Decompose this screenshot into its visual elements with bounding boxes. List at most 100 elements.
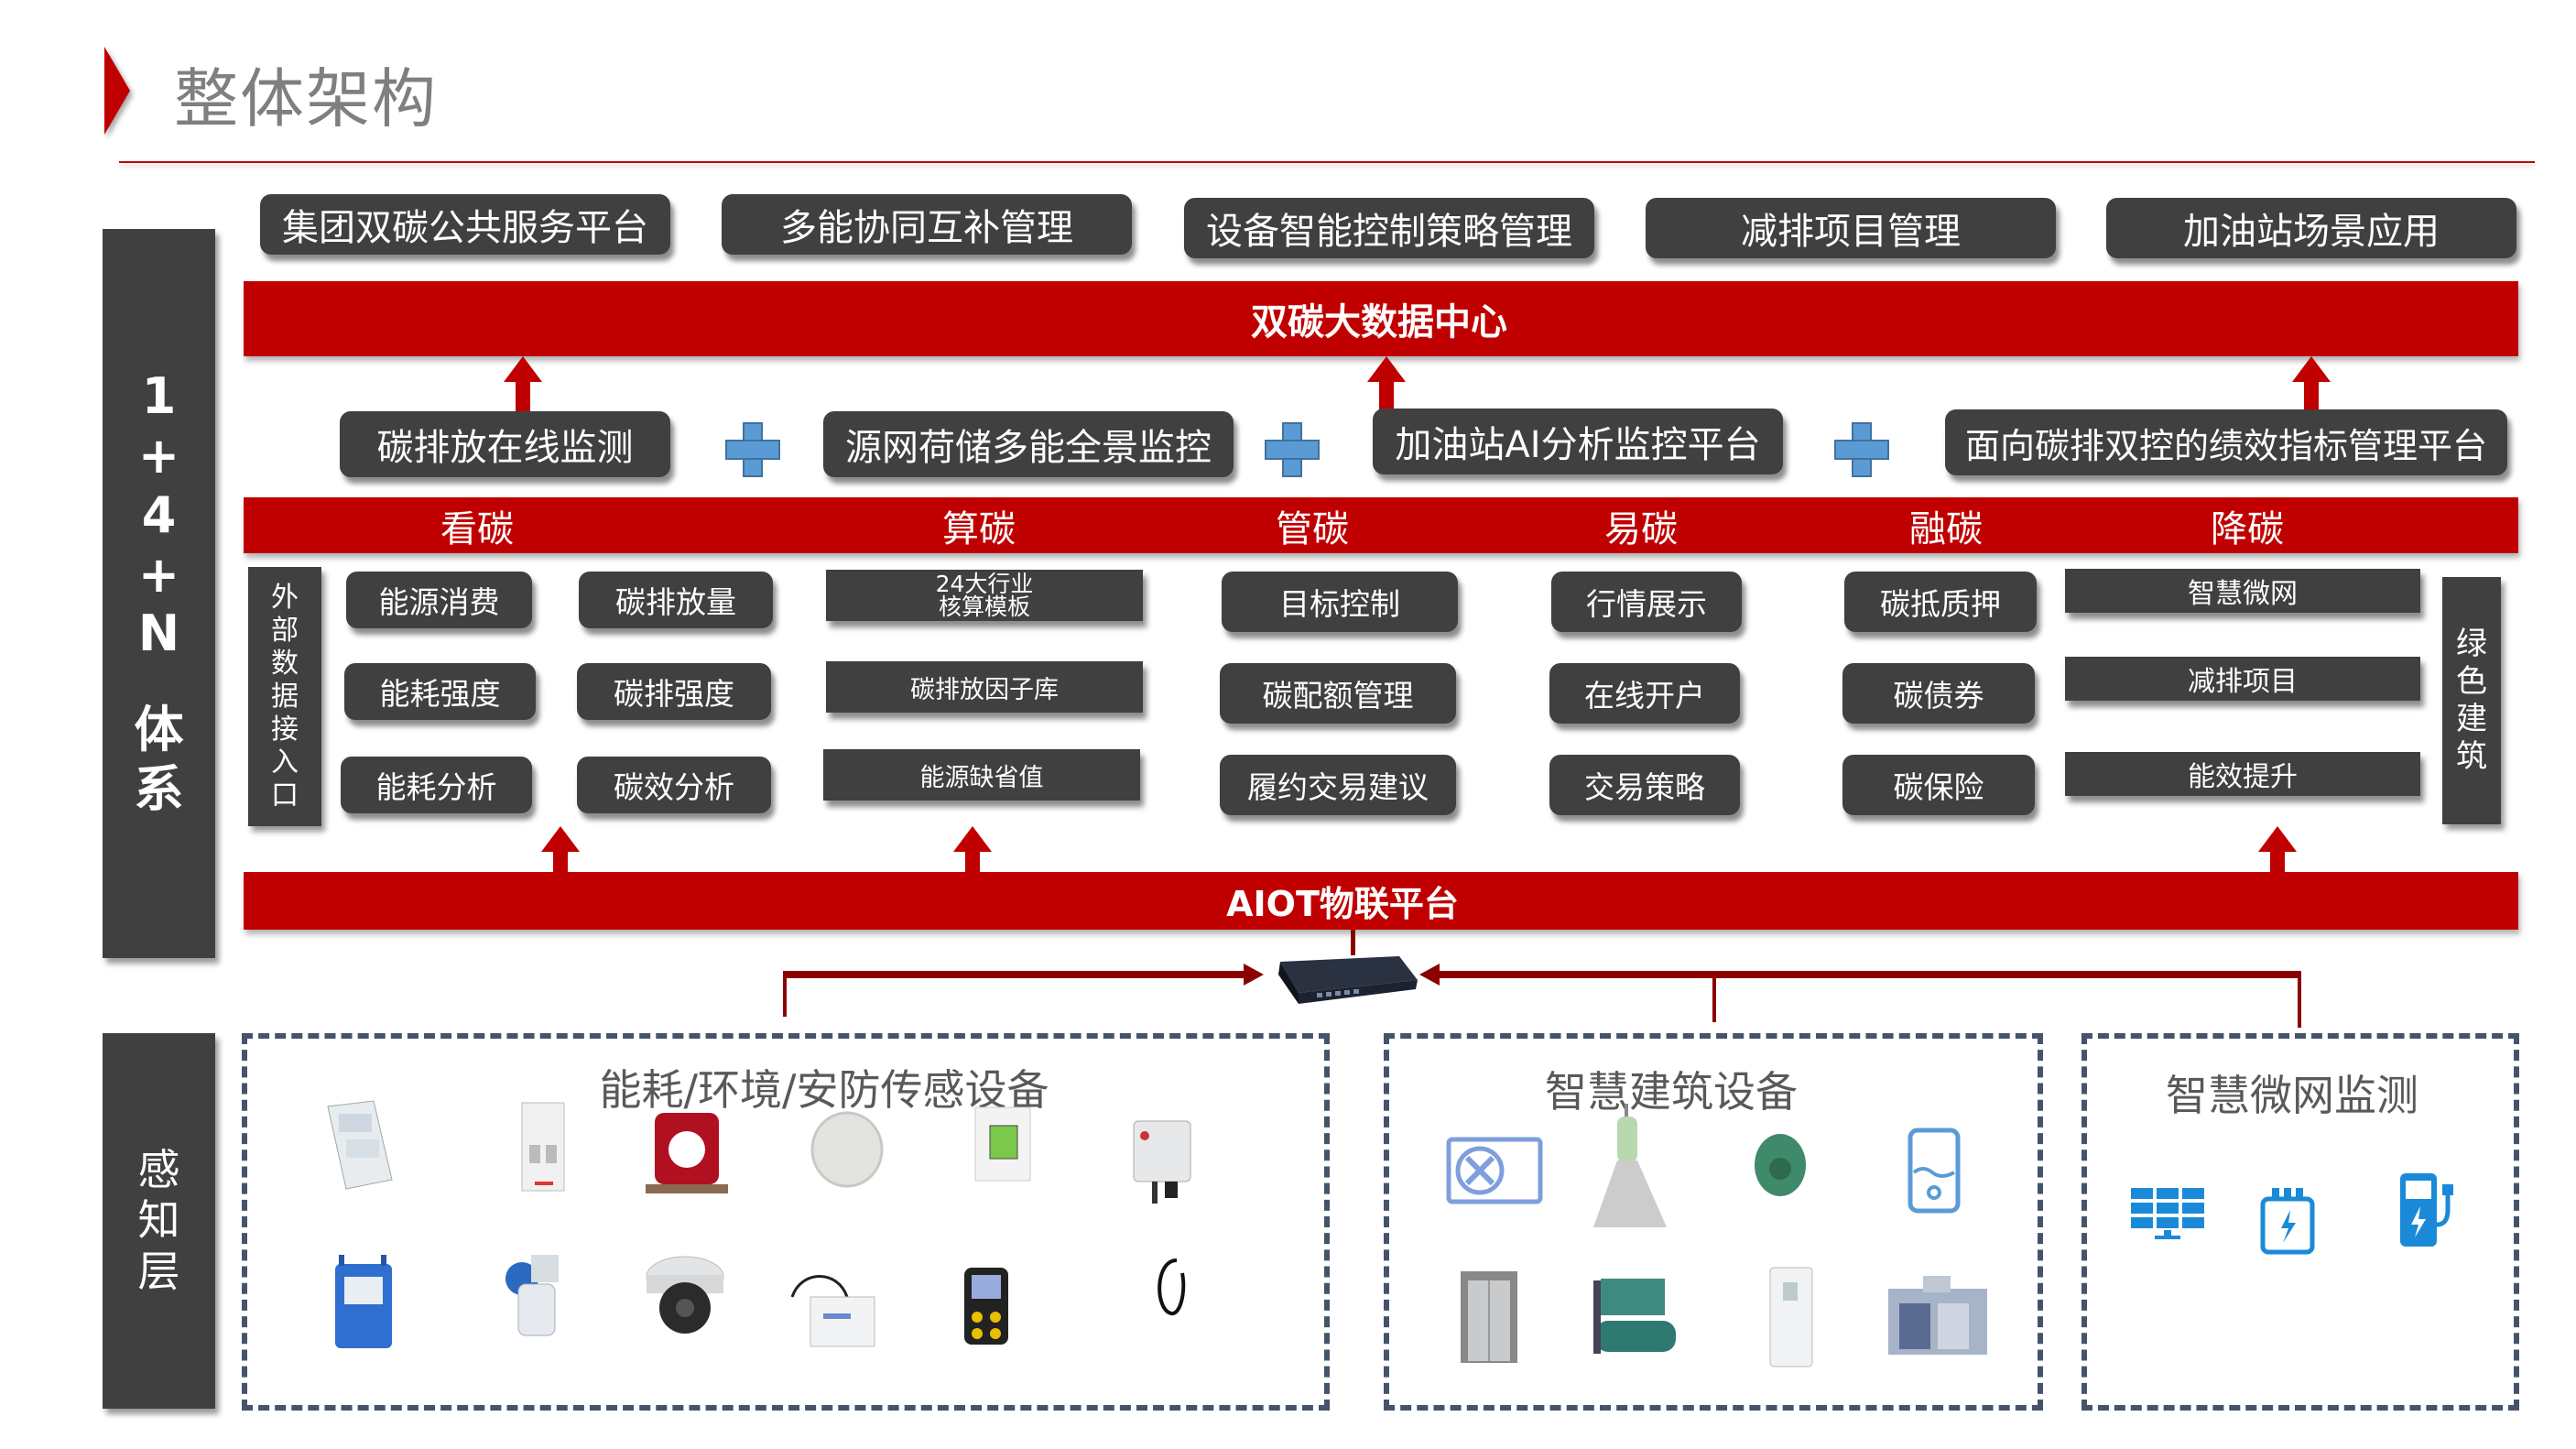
function-carbon-intensity[interactable]: 碳排强度 [577, 663, 771, 720]
plus-icon [1834, 422, 1889, 477]
function-market-display[interactable]: 行情展示 [1551, 572, 1742, 632]
category-suan-tan[interactable]: 算碳 [942, 507, 1016, 550]
network-gateway-icon [1262, 953, 1423, 1008]
plus-icon [1265, 422, 1320, 477]
connector-drop-left [783, 971, 787, 1017]
up-arrow-icon [1367, 356, 1406, 417]
perception-char: 知 [137, 1195, 180, 1246]
function-energy-default-values[interactable]: 能源缺省值 [823, 749, 1140, 801]
function-trading-strategy[interactable]: 交易策略 [1549, 755, 1740, 815]
external-data-char: 口 [271, 779, 299, 812]
arrow-left-icon [1419, 964, 1440, 986]
green-building-char: 筑 [2456, 737, 2487, 775]
solar-panel-icon [2127, 1186, 2210, 1287]
smoke-detector-icon [801, 1108, 884, 1209]
function-online-account[interactable]: 在线开户 [1549, 663, 1740, 724]
gas-meter-icon [330, 1255, 412, 1356]
function-emission-projects[interactable]: 减排项目 [2065, 657, 2420, 701]
data-center-band[interactable]: 双碳大数据中心 [244, 281, 2518, 356]
up-arrow-icon [504, 356, 542, 417]
external-data-char: 接 [271, 713, 299, 746]
up-arrow-icon [953, 826, 992, 872]
app-box-device-control[interactable]: 设备智能控制策略管理 [1184, 198, 1594, 258]
green-building-char: 色 [2456, 663, 2487, 701]
app-box-group-carbon-service[interactable]: 集团双碳公共服务平台 [260, 194, 670, 255]
system-label-char: 系 [134, 759, 184, 818]
function-carbon-pledge[interactable]: 碳抵质押 [1844, 572, 2037, 632]
function-compliance-trading[interactable]: 履约交易建议 [1220, 755, 1456, 815]
electricity-meter-icon [319, 1097, 401, 1198]
ventilation-fan-icon [1886, 1276, 1987, 1377]
app-box-multi-energy[interactable]: 多能协同互补管理 [722, 194, 1132, 255]
function-energy-intensity[interactable]: 能耗强度 [344, 663, 536, 720]
current-transformer-icon [641, 1104, 728, 1204]
green-building-column: 绿 色 建 筑 [2442, 577, 2501, 824]
water-heater-icon [1905, 1127, 1987, 1227]
function-emission-factor-library[interactable]: 碳排放因子库 [826, 661, 1143, 713]
category-guan-tan[interactable]: 管碳 [1276, 507, 1349, 550]
energy-storage-icon [2257, 1186, 2340, 1287]
app-box-gas-station[interactable]: 加油站场景应用 [2106, 198, 2516, 258]
function-carbon-insurance[interactable]: 碳保险 [1842, 755, 2035, 815]
function-efficiency-improvement[interactable]: 能效提升 [2065, 752, 2420, 796]
external-data-char: 数 [271, 647, 299, 680]
function-carbon-emissions[interactable]: 碳排放量 [579, 572, 773, 628]
function-target-control[interactable]: 目标控制 [1222, 572, 1458, 632]
up-arrow-icon [2258, 826, 2297, 872]
category-rong-tan[interactable]: 融碳 [1909, 507, 1983, 550]
water-pump-icon [1749, 1128, 1831, 1229]
green-building-char: 建 [2456, 701, 2487, 737]
device-group-sensors: 能耗/环境/安防传感设备 [242, 1033, 1330, 1411]
external-data-entry: 外 部 数 据 接 入 口 [248, 567, 321, 826]
connector-line-right [1436, 971, 2301, 978]
ev-charger-icon [2397, 1170, 2479, 1270]
system-label-char: 1 [141, 367, 177, 426]
connector-line-left [783, 971, 1252, 978]
industry-templates-label: 24大行业 核算模板 [935, 571, 1034, 620]
gateway-uplink-line [1351, 930, 1355, 955]
arrow-right-icon [1244, 964, 1264, 986]
aiot-platform-label: AIOT物联平台 [1226, 884, 1459, 924]
water-meter-icon [493, 1251, 575, 1352]
inverter-icon [1763, 1264, 1845, 1367]
up-arrow-icon [2292, 356, 2331, 417]
function-energy-analysis[interactable]: 能耗分析 [341, 757, 532, 813]
perception-layer-column: 感 知 层 [103, 1033, 215, 1409]
function-quota-management[interactable]: 碳配额管理 [1220, 663, 1456, 724]
platform-gas-station-ai[interactable]: 加油站AI分析监控平台 [1373, 409, 1783, 474]
app-box-emission-project[interactable]: 减排项目管理 [1646, 198, 2056, 258]
device-group-microgrid: 智慧微网监测 [2081, 1033, 2519, 1411]
device-group-smart-building: 智慧建筑设备 [1384, 1033, 2043, 1411]
function-carbon-efficiency[interactable]: 碳效分析 [577, 757, 771, 813]
lighting-icon [1593, 1104, 1676, 1227]
external-data-char: 入 [271, 746, 299, 779]
gas-detector-icon [957, 1264, 1039, 1365]
system-label-char: + [137, 545, 180, 604]
aiot-platform-band[interactable]: AIOT物联平台 [244, 872, 2518, 930]
platform-source-grid-load-storage[interactable]: 源网荷储多能全景监控 [823, 411, 1234, 477]
device-group-title: 智慧建筑设备 [1545, 1067, 1798, 1117]
perception-char: 层 [137, 1246, 180, 1296]
function-carbon-bond[interactable]: 碳债券 [1842, 663, 2035, 724]
device-group-title: 智慧微网监测 [2166, 1071, 2418, 1120]
perception-char: 感 [137, 1145, 180, 1195]
category-jiang-tan[interactable]: 降碳 [2211, 507, 2284, 550]
function-smart-microgrid[interactable]: 智慧微网 [2065, 569, 2420, 613]
environment-sensor-icon [1125, 1117, 1207, 1218]
up-arrow-icon [541, 826, 580, 872]
chiller-icon [1592, 1271, 1676, 1372]
platform-performance-indicators[interactable]: 面向碳排双控的绩效指标管理平台 [1945, 409, 2507, 475]
external-data-char: 部 [271, 614, 299, 647]
temperature-probe-icon [1149, 1255, 1232, 1356]
function-industry-templates[interactable]: 24大行业 核算模板 [826, 570, 1143, 621]
external-data-char: 据 [271, 680, 299, 713]
category-yi-tan[interactable]: 易碳 [1604, 507, 1678, 550]
water-leak-sensor-icon [783, 1269, 875, 1370]
platform-carbon-monitoring[interactable]: 碳排放在线监测 [340, 411, 670, 477]
function-energy-consumption[interactable]: 能源消费 [346, 572, 532, 628]
connector-drop-right [2298, 971, 2301, 1028]
title-divider [119, 161, 2535, 163]
system-label-char: 体 [134, 701, 184, 759]
circuit-breaker-icon [504, 1099, 586, 1200]
category-kan-tan[interactable]: 看碳 [440, 507, 514, 550]
